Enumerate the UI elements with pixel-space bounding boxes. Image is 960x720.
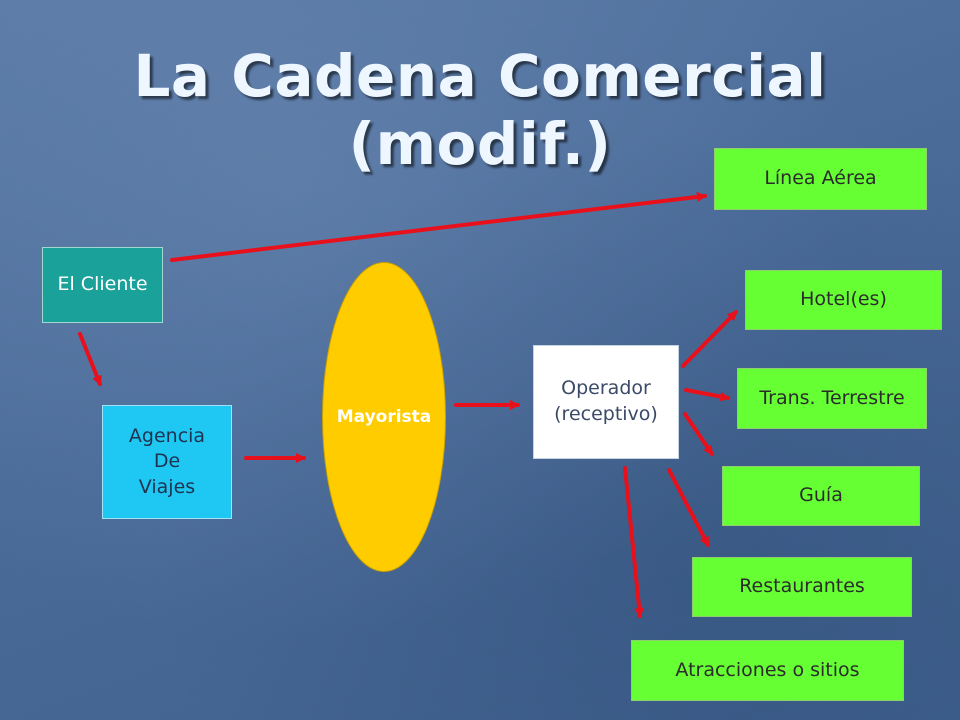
arrow-operador-to-hotel <box>681 310 738 368</box>
arrow-operador-to-guia <box>683 412 714 456</box>
node-mayorista: Mayorista <box>322 262 446 572</box>
node-el-cliente-label: El Cliente <box>57 273 148 296</box>
node-operador-receptivo: Operador (receptivo) <box>533 345 679 459</box>
node-agencia-line-3: Viajes <box>138 475 196 498</box>
node-atracciones: Atracciones o sitios <box>631 640 904 701</box>
node-atracciones-label: Atracciones o sitios <box>675 658 860 681</box>
node-restaurantes: Restaurantes <box>692 557 912 617</box>
node-hotel-label: Hotel(es) <box>800 288 887 311</box>
node-linea-aerea-label: Línea Aérea <box>764 167 877 190</box>
arrow-cliente-to-linea-aerea <box>170 191 707 262</box>
arrow-operador-to-restaurantes <box>667 468 710 547</box>
node-guia-label: Guía <box>799 484 843 507</box>
node-agencia-line-1: Agencia <box>128 424 206 447</box>
node-trans-terrestre: Trans. Terrestre <box>737 368 927 429</box>
node-hotel: Hotel(es) <box>745 270 942 330</box>
arrow-operador-to-atracciones <box>623 466 645 618</box>
node-linea-aerea: Línea Aérea <box>714 148 927 210</box>
node-el-cliente: El Cliente <box>42 247 163 323</box>
node-agencia-de-viajes: Agencia De Viajes <box>102 405 232 519</box>
node-agencia-line-2: De <box>153 450 181 473</box>
node-operador-line-2: (receptivo) <box>554 403 658 425</box>
node-guia: Guía <box>722 466 920 526</box>
slide-title: La Cadena Comercial (modif.) <box>133 42 827 178</box>
node-operador-line-1: Operador <box>561 377 651 400</box>
arrow-operador-to-transporte <box>684 388 730 402</box>
node-restaurantes-label: Restaurantes <box>739 575 865 598</box>
node-trans-terrestre-label: Trans. Terrestre <box>759 386 905 409</box>
arrow-cliente-to-agencia <box>78 332 102 386</box>
node-mayorista-label: Mayorista <box>336 407 432 427</box>
